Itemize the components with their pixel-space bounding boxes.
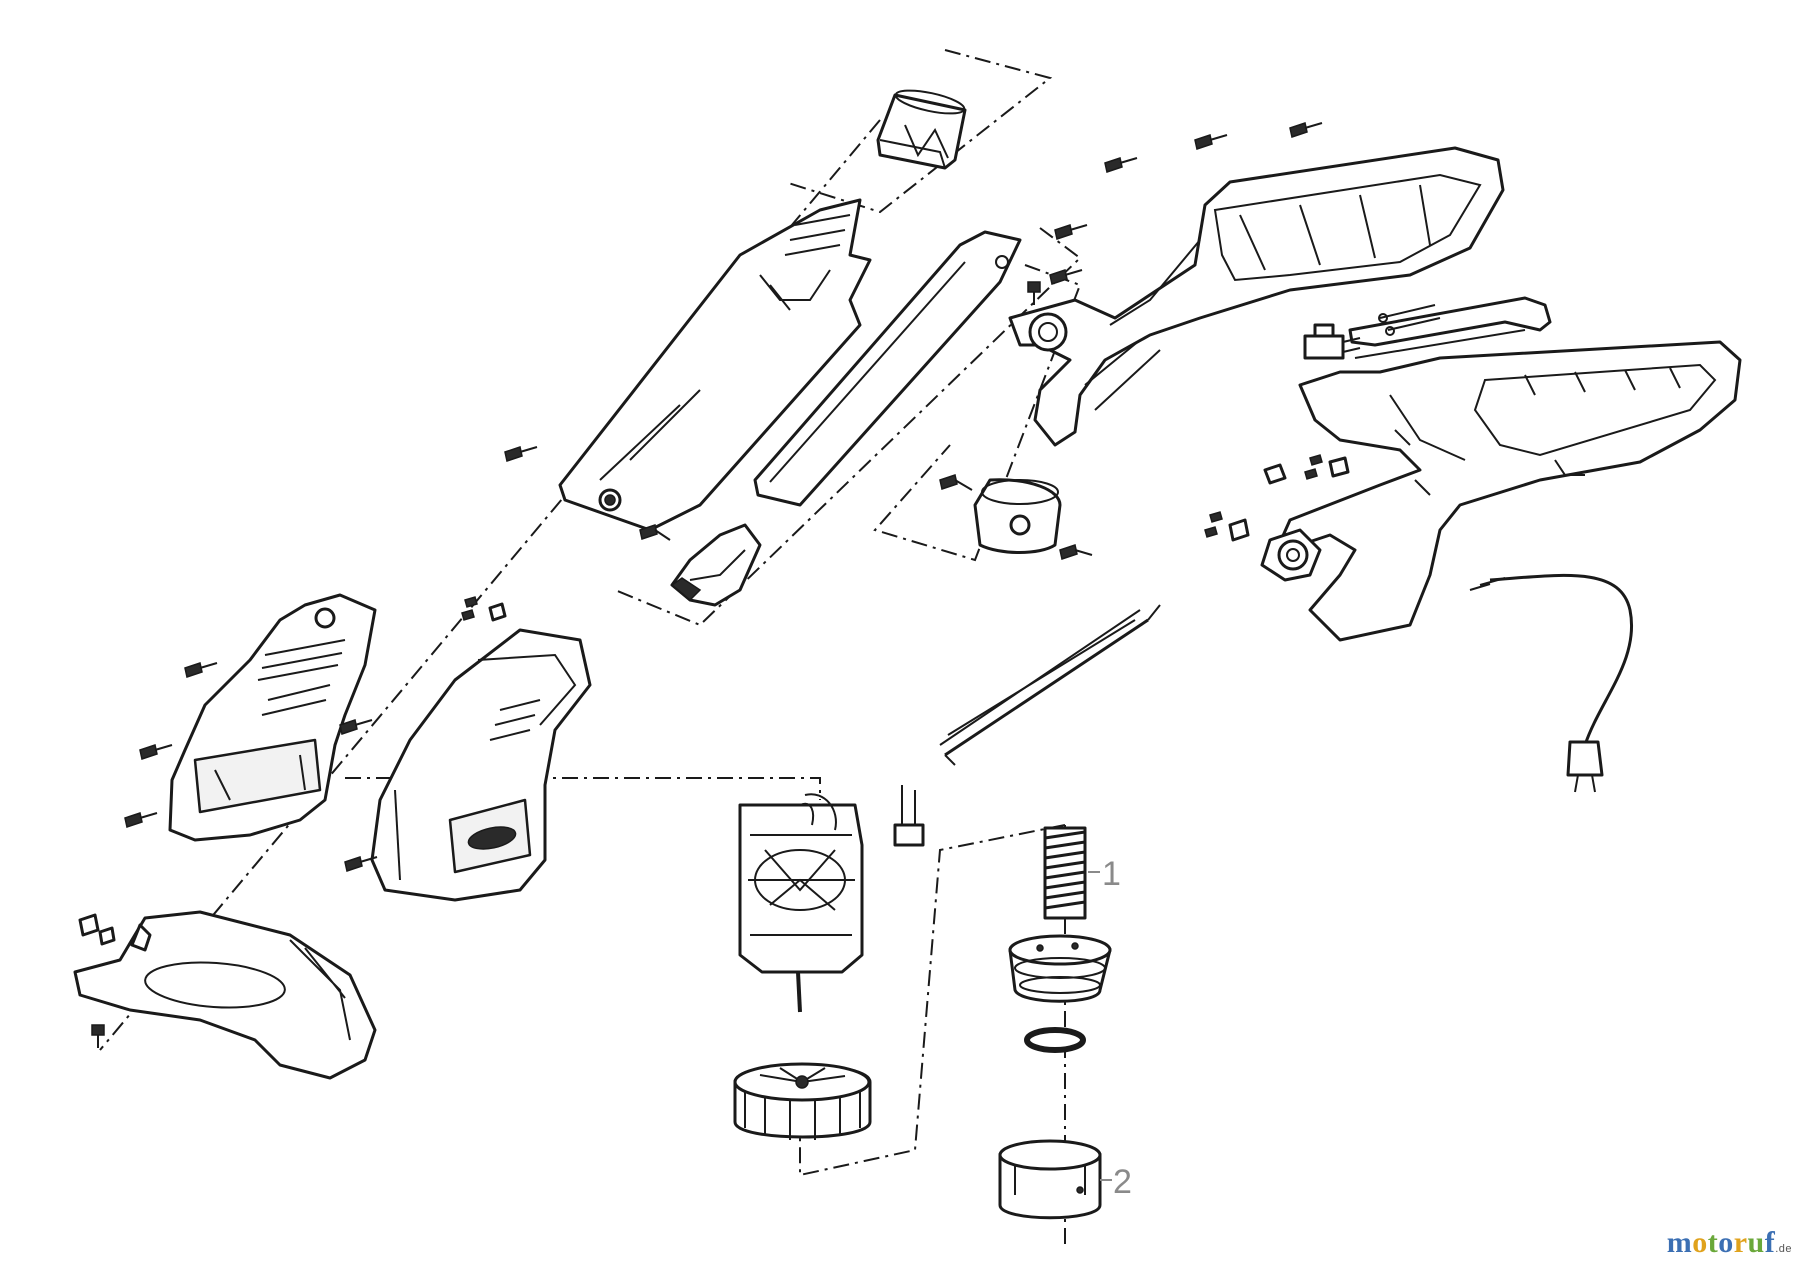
power-cord [1469, 573, 1633, 793]
line-spool [1008, 934, 1112, 1003]
capacitor [893, 785, 925, 847]
screw [184, 662, 218, 678]
screw [461, 609, 475, 621]
spool-cover [998, 1139, 1102, 1220]
screw [139, 744, 173, 760]
small-clips [78, 456, 1350, 946]
tube-connector-sleeve [876, 89, 967, 170]
screw [1104, 157, 1138, 173]
screw [124, 812, 158, 828]
switch-holder [670, 523, 762, 607]
callouts: 1 2 [1088, 855, 1132, 1201]
screw [639, 524, 671, 541]
screw [504, 446, 538, 462]
watermark-logo: motoruf.de [1667, 1226, 1792, 1260]
long-strip-plate [753, 230, 1022, 507]
screw [1027, 281, 1041, 305]
screw [1204, 526, 1218, 538]
screw [1194, 134, 1228, 150]
screw [91, 1024, 105, 1048]
assembly-lines [99, 49, 1082, 1245]
electric-motor [738, 793, 864, 1013]
screw [939, 474, 973, 491]
upper-tube [558, 198, 872, 532]
switch-assembly [1303, 304, 1441, 360]
screws [91, 122, 1323, 1048]
cooling-fan [733, 1062, 872, 1140]
blade-guard [73, 910, 377, 1080]
spool-ring [1024, 1027, 1086, 1053]
screw [1059, 544, 1093, 560]
watermark-text: motoruf [1666, 1226, 1776, 1259]
callout-2: 2 [1113, 1163, 1132, 1201]
trigger-rod [1348, 296, 1552, 359]
upper-handle-housing [1008, 146, 1505, 447]
screw [1289, 122, 1323, 138]
spool-spring [1043, 826, 1087, 920]
handle-collar [973, 478, 1062, 554]
lower-handle-housing [1260, 340, 1742, 642]
callout-1: 1 [1102, 855, 1121, 893]
screw [344, 856, 378, 872]
watermark-suffix: .de [1775, 1243, 1792, 1255]
screw [1209, 511, 1223, 523]
screw [1054, 224, 1088, 240]
motor-lead-wires [939, 604, 1161, 766]
lower-motor-housing [370, 628, 592, 902]
screw [464, 596, 478, 608]
upper-motor-housing [168, 593, 377, 842]
screw [1049, 269, 1083, 285]
screw [1304, 468, 1318, 480]
screw [339, 719, 373, 735]
screw [1309, 454, 1323, 466]
